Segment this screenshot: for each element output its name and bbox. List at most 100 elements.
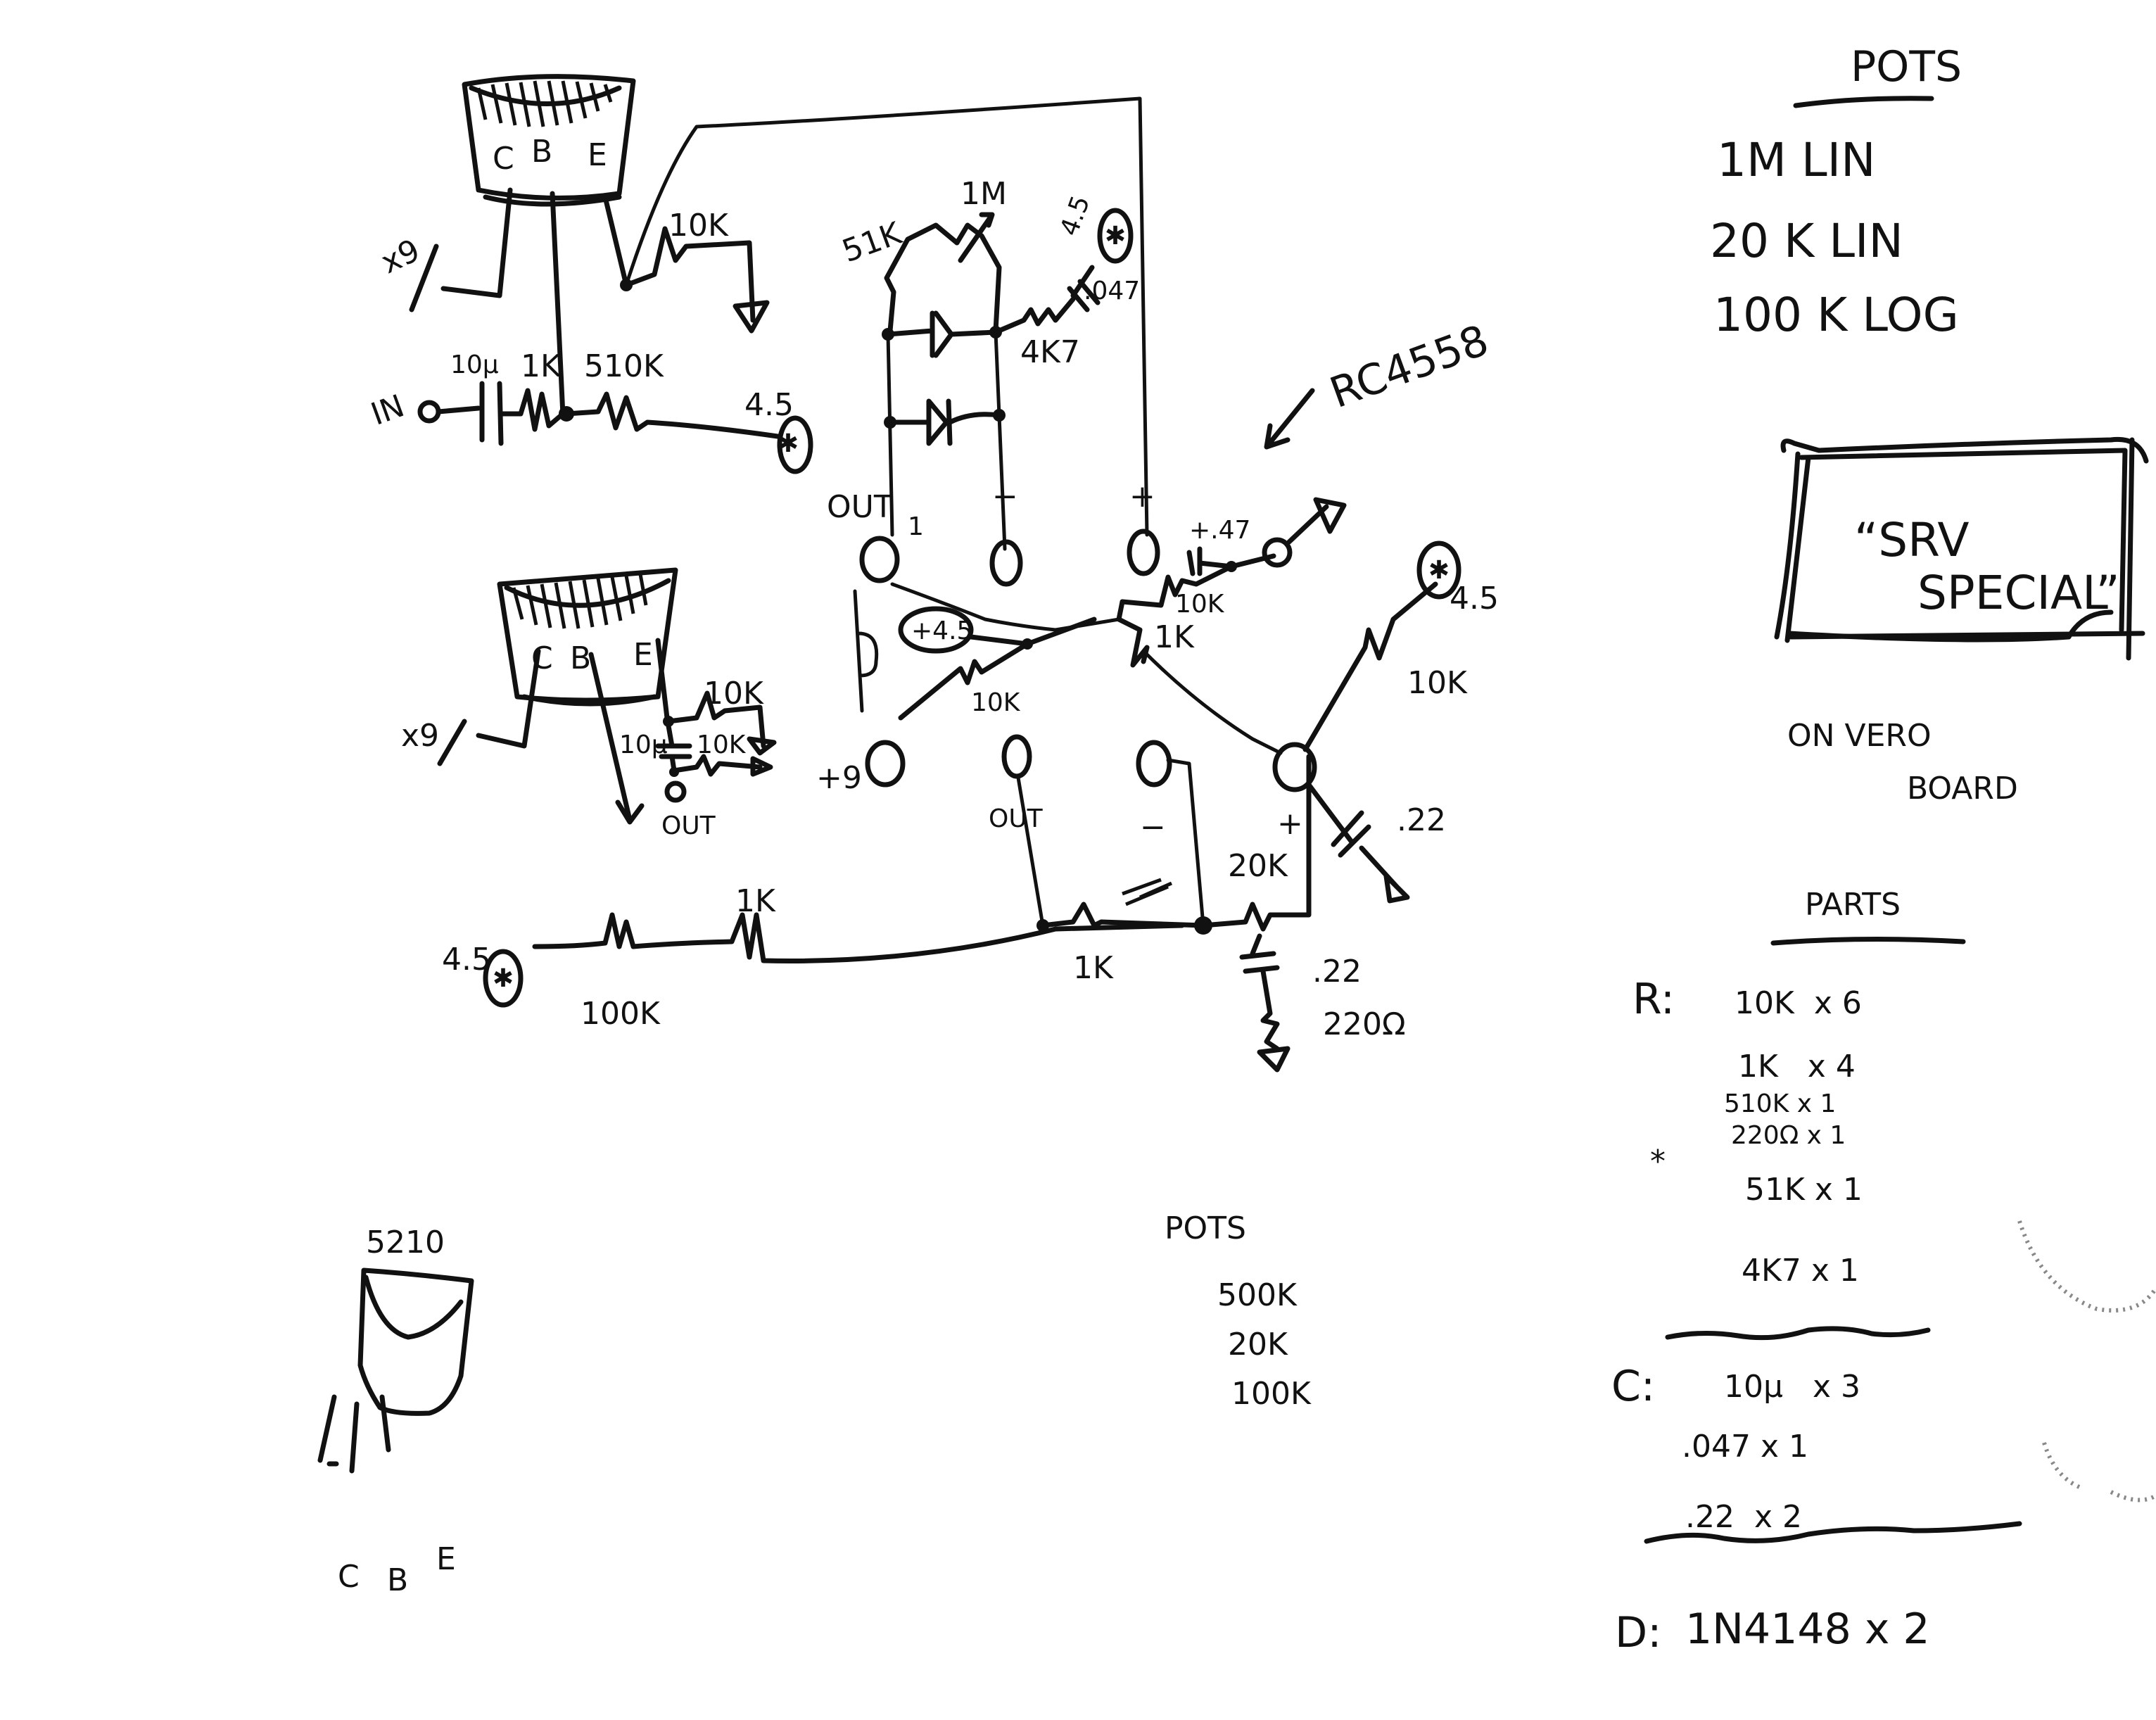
pin-plus2-label: + [1277, 806, 1303, 842]
svg-text:✱: ✱ [1428, 556, 1450, 585]
input-1k-label: 1K [521, 348, 562, 384]
coffee-ring-stain [2017, 1220, 2156, 1503]
r-4k7-label: 4K7 [1020, 334, 1080, 370]
top-supply-stub [409, 244, 439, 312]
r-10k-a-label: 10K [1175, 590, 1225, 619]
bias-ref-4v5-opamp [1097, 208, 1134, 264]
enclosure-inner-left [1784, 455, 1811, 643]
pin-1-label: 1 [908, 512, 924, 541]
mid-collector-lead [476, 648, 541, 749]
pinout-lead-c [317, 1394, 337, 1463]
resistor-51k: 51K x 1 [1745, 1172, 1863, 1208]
transistor-mid-stage: C B E x9 10K 10µ 10K OUT ✱ 4.5 100K 1K [401, 567, 1185, 1032]
crossed-out-value [1122, 878, 1173, 906]
input-label: IN [367, 388, 410, 433]
cap-047-label: .047 [1084, 277, 1140, 305]
r-4k7 [993, 296, 1076, 335]
pinout-face [363, 1275, 464, 1340]
pin-out1-label: OUT [827, 489, 893, 525]
opamp-pin-plus2[interactable] [1272, 742, 1317, 792]
bias-510k-label: 510K [584, 348, 664, 384]
r-220-label: 220Ω [1323, 1006, 1406, 1042]
out2-wire [1016, 776, 1045, 928]
resistor-220-star-note: * [1650, 1144, 1666, 1180]
enclosure-note-line2: BOARD [1907, 771, 2018, 807]
pin-plus9-label: +9 [816, 760, 862, 796]
diodes-label: D: [1615, 1608, 1661, 1657]
opamp-part-label: RC4558 [1324, 316, 1495, 419]
opamp-pin-minus1[interactable] [989, 539, 1023, 587]
pot-1m-lin: 1M LIN [1717, 133, 1876, 187]
enclosure-note-line1: ON VERO [1787, 718, 1932, 754]
cap-22-b-label: .22 [1312, 954, 1362, 989]
top-emitter-lead [602, 194, 629, 288]
top-supply-label: x9 [376, 232, 426, 281]
resistors-label: R: [1632, 975, 1675, 1024]
cap-22-a [1306, 782, 1410, 904]
pinout-c-label: C [338, 1559, 360, 1595]
mid-cap-label: 10µ [619, 731, 668, 759]
top-base-lead [550, 191, 566, 418]
pots-note-500k: 500K [1217, 1277, 1298, 1313]
transistor-top-body [462, 74, 636, 201]
pinout-lead-e [379, 1394, 391, 1453]
pot-100k-log: 100 K LOG [1713, 288, 1959, 342]
top-emitter-resistor-label: 10K [668, 208, 729, 244]
enclosure-name-line1: “SRV [1854, 513, 1970, 567]
pin-minus1-label: − [992, 479, 1018, 514]
opamp-pin-plus1[interactable] [1127, 529, 1160, 576]
r-10k-b-label: 10K [971, 688, 1021, 717]
output-ground-arrow [1286, 497, 1347, 545]
ref-4v5-bubble-label: +4.5 [911, 616, 972, 645]
opamp-pin-minus2[interactable] [1136, 740, 1172, 788]
bias-510k-resistor [564, 391, 780, 439]
input-cap-label: 10µ [450, 350, 499, 379]
1k-to-plus2-wire [1141, 649, 1283, 755]
minus2-wire [1166, 758, 1205, 928]
feedback-left-rail [886, 332, 894, 537]
minus2-node [1194, 916, 1212, 935]
mid-1k-label: 1K [735, 883, 776, 919]
transistor-top-hatch [476, 80, 613, 127]
input-jack[interactable] [417, 400, 441, 424]
diode-1 [885, 310, 998, 358]
mid-base-lead [588, 652, 633, 823]
transistor-mid-hatch [512, 574, 648, 629]
parts-list: PARTS R: 10K x 6 1K x 4 510K x 1 220Ω x … [1611, 887, 2022, 1657]
mid-emitter-resistor [666, 690, 766, 749]
resistor-1k: 1K x 4 [1738, 1049, 1856, 1085]
bias-ref-4v5-mid-label: 4.5 [442, 942, 491, 978]
top-pin-e-label: E [588, 137, 607, 173]
svg-text:✱: ✱ [778, 429, 799, 458]
r-10k-a [1120, 564, 1234, 608]
pot-1m-wiper [958, 212, 995, 263]
enclosure-name-line2: SPECIAL” [1917, 566, 2120, 620]
pinout-b-label: B [387, 1562, 408, 1598]
transistor-top-stage: C B E x9 10K IN 10µ 1K 510K ✱ 4.5 [367, 74, 1149, 537]
opamp-pin-plus9[interactable] [865, 740, 906, 788]
parts-title-underline [1770, 936, 1966, 946]
parts-divider-2 [1644, 1521, 2022, 1544]
bias-ref-4v5-mid [483, 949, 524, 1008]
opamp-pin-out2[interactable] [1001, 734, 1032, 779]
mid-supply-stub [437, 719, 467, 766]
r-10k-c [1302, 581, 1438, 752]
opamp-arrow [1264, 388, 1315, 450]
top-output-wire [624, 96, 1149, 537]
mid-output-label: OUT [661, 811, 716, 840]
top-pin-b-label: B [531, 134, 552, 170]
enclosure-left-edge [1774, 451, 1801, 640]
pinout-body [357, 1267, 474, 1416]
pots-note-20k: 20K [1228, 1327, 1288, 1362]
pot-20k-label: 20K [1228, 848, 1288, 884]
opamp-pin-out1[interactable] [859, 536, 900, 583]
mid-emitter-resistor-label: 10K [704, 676, 764, 712]
bias-ref-4v5-right [1416, 540, 1461, 600]
output-jack[interactable] [1262, 537, 1293, 568]
bias-ref-4v5-opamp-label: 4.5 [1055, 192, 1096, 240]
cap-22-b-and-220-resistor [1239, 933, 1291, 1073]
mid-output-jack[interactable] [664, 780, 687, 803]
ground-symbol [733, 300, 770, 334]
out1-wire [890, 582, 1121, 632]
bias-ref-4v5-top [777, 415, 813, 474]
